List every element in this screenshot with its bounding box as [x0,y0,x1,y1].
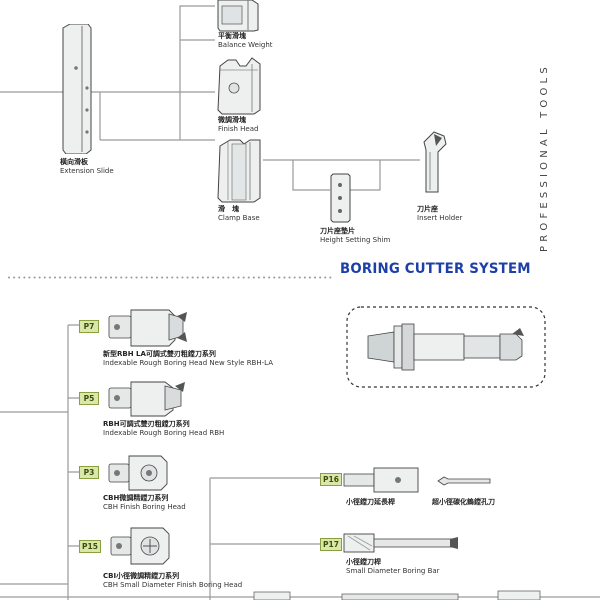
balance-weight-label: 平衡滑塊 Balance Weight [218,32,273,49]
rbh-head-illustration [108,381,185,417]
vertical-label: PROFESSIONAL TOOLS [539,63,550,252]
carbide-boring-cutter-illustration [437,476,491,486]
height-setting-shim-illustration [330,173,351,223]
small-boring-bar-illustration [343,533,458,553]
cbh-label: CBH微調精鏜刀系列 CBH Finish Boring Head [103,494,186,511]
cbh-head-illustration [108,455,168,491]
rbh-label: RBH可調式雙刃粗鏜刀系列 Indexable Rough Boring Hea… [103,420,225,437]
boring-bar-featured-illustration [346,306,546,388]
extension-slide-illustration [62,24,92,154]
section-title: BORING CUTTER SYSTEM [340,261,531,277]
partial-holder-illustration [497,590,541,600]
height-setting-shim-label: 刀片座墊片 Height Setting Shim [320,227,391,244]
page-badge: P15 [79,540,101,553]
small-boring-bar-label: 小徑鏜刀桿 Small Diameter Boring Bar [346,558,440,575]
finish-head-illustration [217,57,261,115]
clamp-base-illustration [217,139,261,203]
page-badge: P5 [79,392,99,405]
page-badge: P3 [79,466,99,479]
insert-holder-illustration [423,131,447,193]
page-badge: P7 [79,320,99,333]
dotted-divider [8,276,336,279]
brand-vertical-text: PROFESSIONAL TOOLS [539,63,550,252]
partial-bar-illustration [341,593,459,600]
carbide-boring-cutter-label: 超小徑碳化鎢鏜孔刀 [432,498,495,506]
insert-holder-label: 刀片座 Insert Holder [417,205,463,222]
extension-slide-label: 橫向滑板 Extension Slide [60,158,114,175]
extension-bar-illustration [343,467,419,493]
clamp-base-label: 滑 塊 Clamp Base [218,205,260,222]
balance-weight-illustration [217,0,259,32]
extension-bar-label: 小徑鏜刀延長桿 [346,498,395,506]
page-badge: P16 [320,473,342,486]
finish-head-label: 微調滑塊 Finish Head [218,116,259,133]
rbh-la-head-illustration [108,309,187,347]
cbi-label: CBI小徑微調精鏜刀系列 CBH Small Diameter Finish B… [103,572,243,589]
cbi-head-illustration [110,527,170,565]
partial-tool-illustration [253,591,291,600]
page-badge: P17 [320,538,342,551]
rbh-la-label: 新型RBH LA可調式雙刃粗鏜刀系列 Indexable Rough Borin… [103,350,273,367]
